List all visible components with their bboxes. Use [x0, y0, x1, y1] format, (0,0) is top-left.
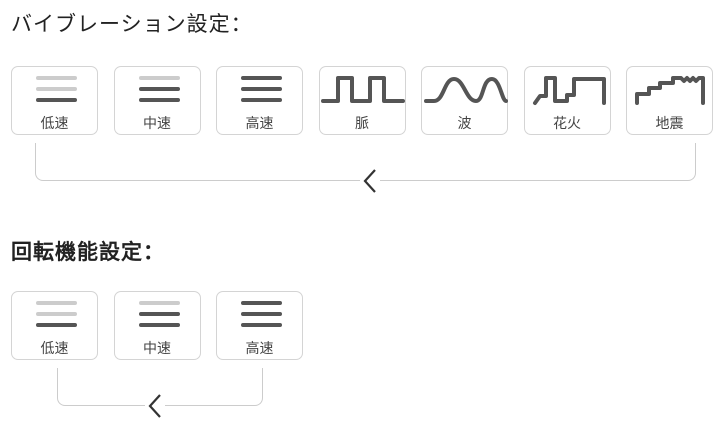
- fireworks-icon: [532, 76, 606, 105]
- speed-low-icon: [36, 301, 77, 327]
- speed-high-icon: [241, 301, 282, 327]
- mode-button-speed-low[interactable]: 低速: [11, 66, 98, 135]
- pulse-icon: [320, 76, 405, 103]
- mode-label: 高速: [245, 116, 274, 132]
- mode-label: 高速: [245, 341, 274, 357]
- mode-label: 低速: [40, 341, 69, 357]
- rotation-title: 回転機能設定：: [11, 240, 165, 264]
- speed-low-icon: [36, 76, 77, 102]
- chevron-left-icon[interactable]: [360, 168, 380, 194]
- vibration-title: バイブレーション設定：: [11, 12, 253, 36]
- mode-label: 脈: [355, 116, 369, 132]
- mode-button-pulse[interactable]: 脈: [318, 66, 406, 135]
- wave-icon: [424, 77, 508, 103]
- mode-button-wave[interactable]: 波: [421, 66, 508, 135]
- mode-button-earthquake[interactable]: 地震: [626, 66, 713, 135]
- mode-label: 地震: [655, 116, 684, 132]
- speed-mid-icon: [138, 301, 180, 327]
- speed-mid-icon: [138, 76, 180, 102]
- chevron-left-icon[interactable]: [145, 393, 165, 419]
- mode-label: 中速: [143, 341, 171, 357]
- mode-button-speed-low[interactable]: 低速: [11, 291, 98, 360]
- mode-button-speed-mid[interactable]: 中速: [113, 66, 201, 135]
- mode-label: 中速: [143, 116, 171, 132]
- mode-label: 花火: [553, 116, 581, 132]
- earthquake-icon: [635, 76, 705, 105]
- mode-label: 波: [457, 116, 472, 132]
- mode-label: 低速: [40, 116, 69, 132]
- mode-button-fireworks[interactable]: 花火: [523, 66, 611, 135]
- mode-button-speed-mid[interactable]: 中速: [113, 291, 201, 360]
- speed-high-icon: [241, 76, 282, 102]
- mode-button-speed-high[interactable]: 高速: [216, 291, 303, 360]
- mode-button-speed-high[interactable]: 高速: [216, 66, 303, 135]
